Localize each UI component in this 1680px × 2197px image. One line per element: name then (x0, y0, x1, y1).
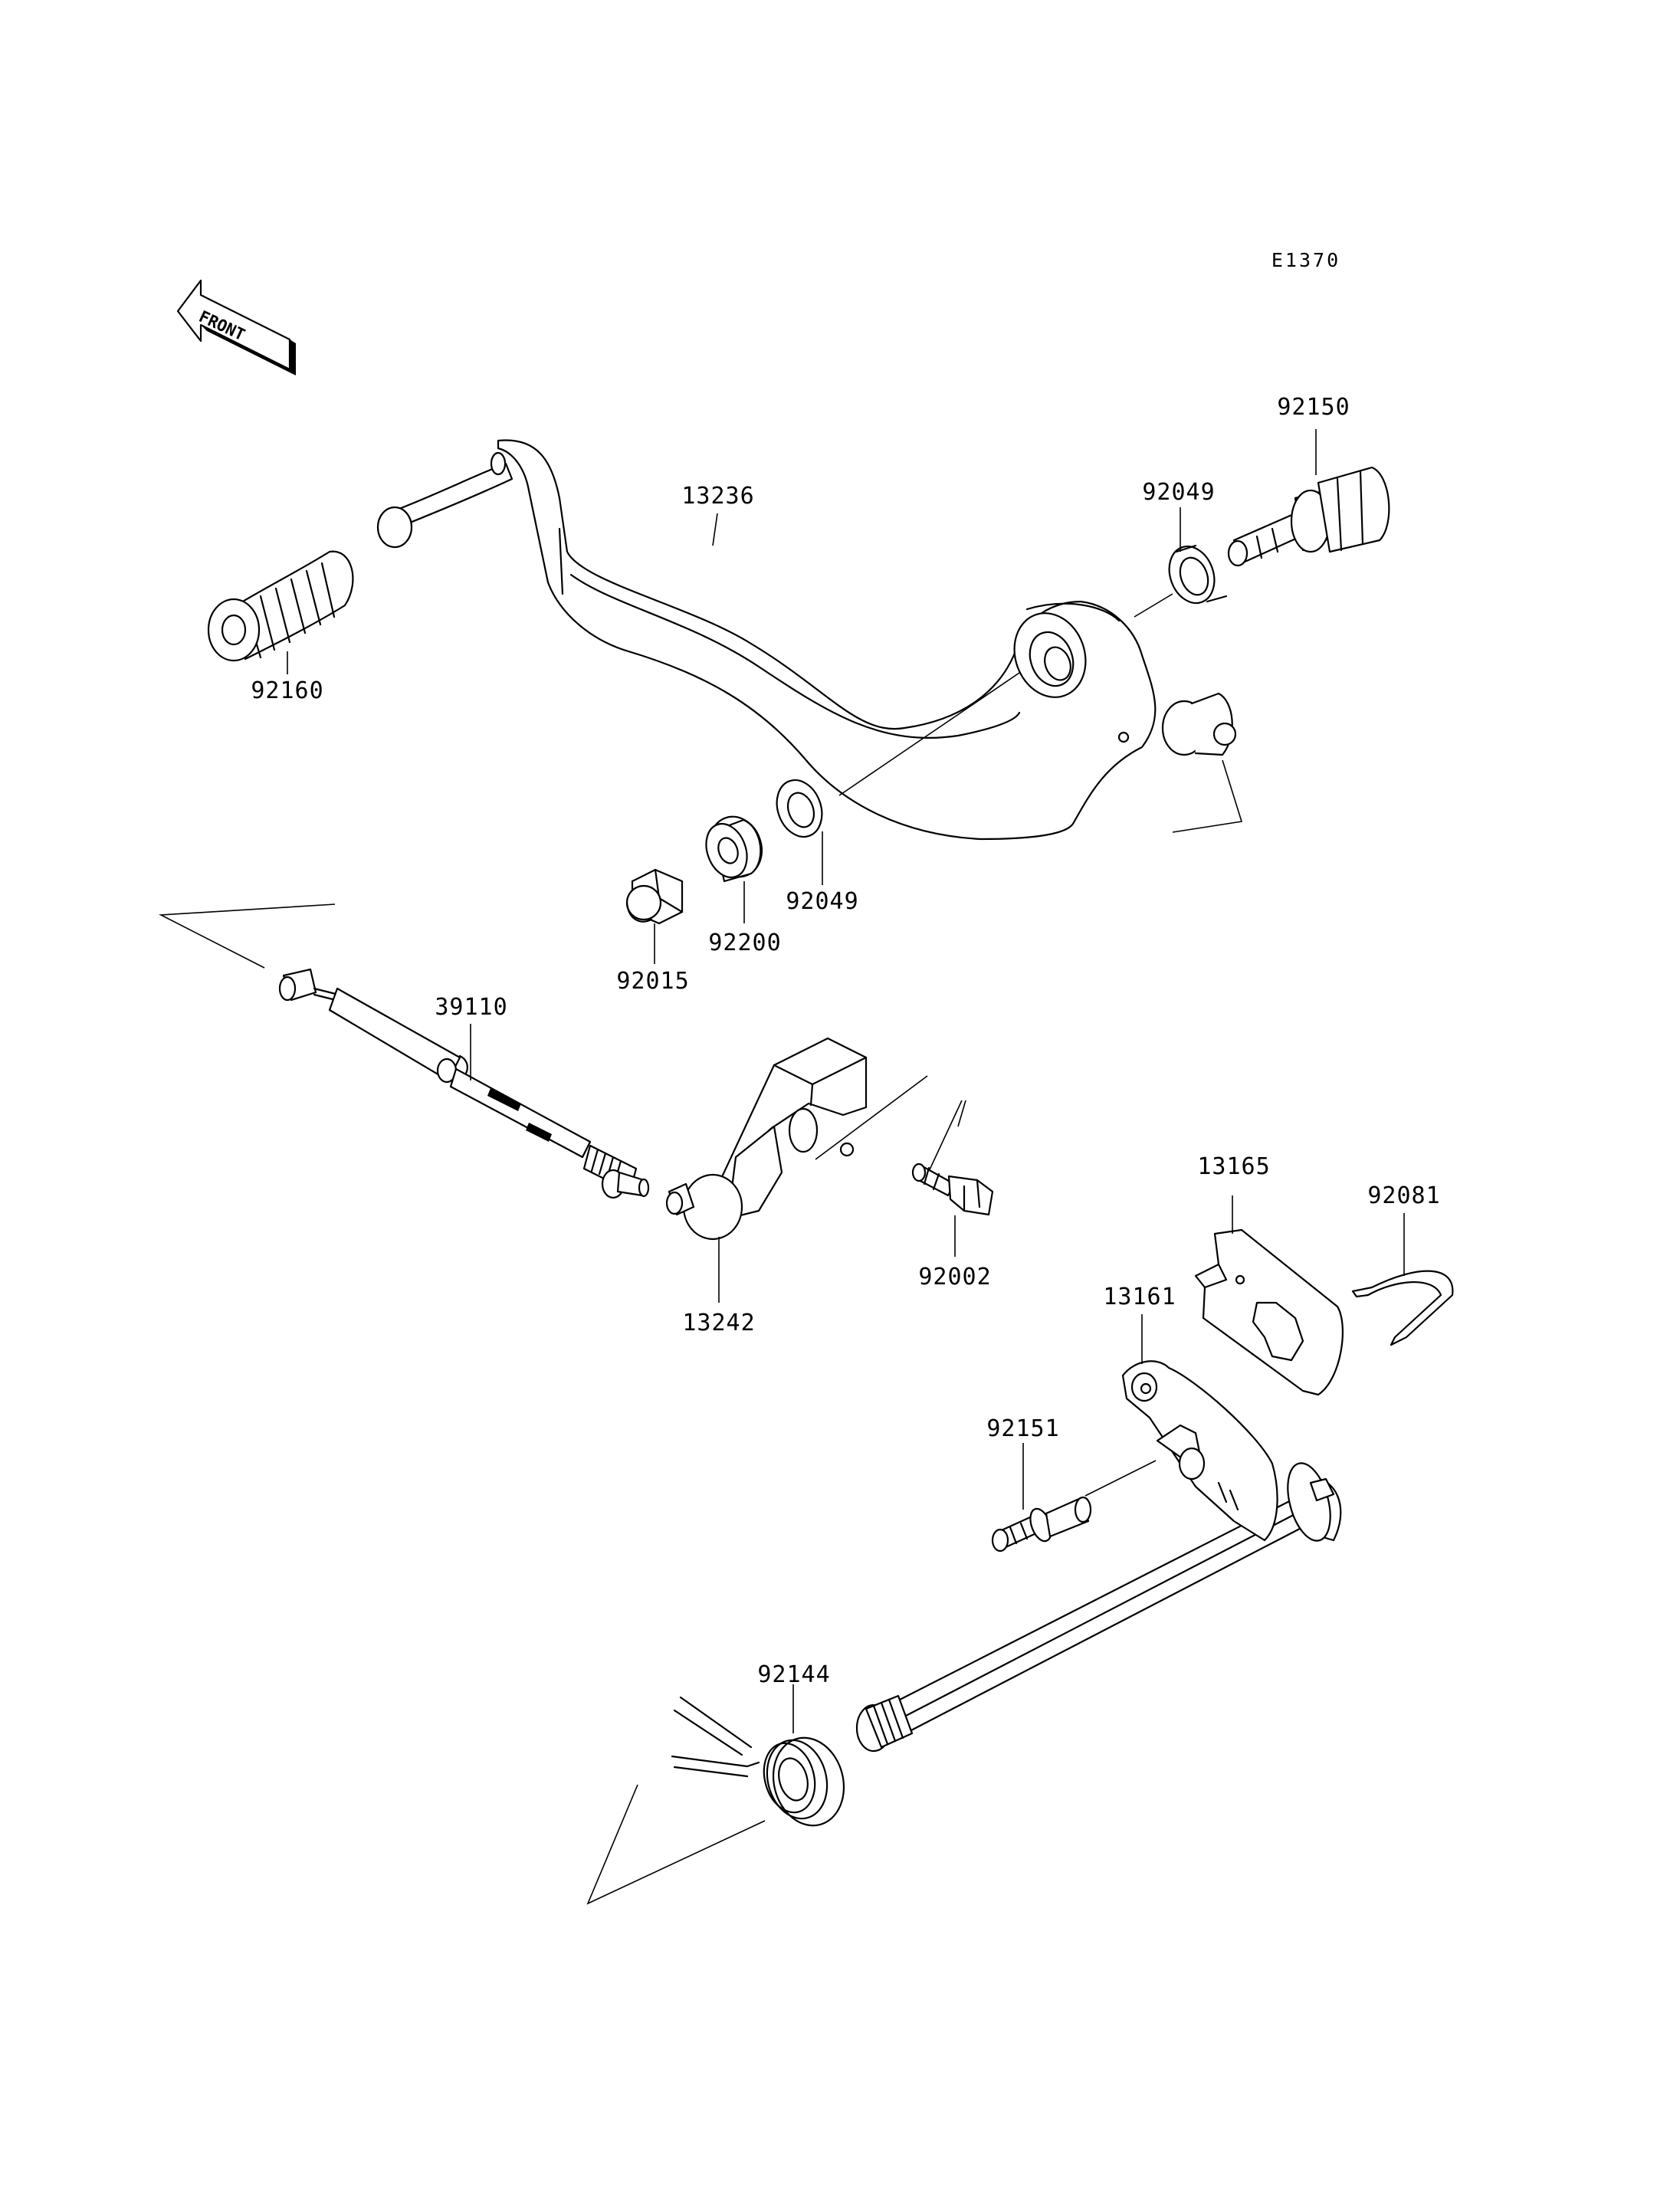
shift-pedal-part (376, 439, 1237, 841)
label-92160: 92160 (251, 677, 323, 704)
shift-shaft-part (855, 1360, 1342, 1753)
seal-top-part (1168, 544, 1228, 605)
ref-line-bottom (586, 1784, 766, 1905)
seal-bottom-part (776, 779, 823, 838)
label-13236: 13236 (681, 483, 754, 510)
pivot-bolt-part (1227, 466, 1390, 567)
label-92049-bottom: 92049 (786, 888, 858, 915)
pedal-rubber-part (207, 550, 354, 662)
label-92081: 92081 (1367, 1182, 1440, 1209)
stud-bolt-part (991, 1460, 1157, 1553)
label-13242: 13242 (682, 1310, 755, 1336)
label-92049-top: 92049 (1142, 479, 1215, 506)
label-92151: 92151 (986, 1415, 1059, 1442)
tie-rod-part (278, 968, 650, 1199)
label-92144: 92144 (757, 1661, 830, 1688)
label-92200: 92200 (708, 930, 781, 956)
pivot-axis-line (838, 672, 1020, 796)
label-92002: 92002 (918, 1264, 991, 1290)
stopper-plate-part (1194, 1228, 1344, 1396)
lever-bolt-part (911, 1162, 994, 1216)
front-arrow-icon: FRONT (176, 279, 296, 375)
ref-line-middle (815, 1075, 966, 1179)
label-13165: 13165 (1197, 1153, 1270, 1180)
ref-line-right (1172, 759, 1243, 833)
label-13161: 13161 (1103, 1284, 1176, 1310)
label-39110: 39110 (435, 994, 507, 1021)
return-spring-part (671, 1696, 845, 1827)
leader-13236 (712, 513, 718, 546)
nut-part (625, 868, 684, 925)
spring-clip-part (1351, 1270, 1454, 1346)
shift-lever-part (665, 1037, 868, 1241)
label-92150: 92150 (1277, 394, 1350, 421)
washer-part (705, 815, 763, 883)
diagram-id: E1370 (1271, 249, 1340, 271)
ref-line-upper-left (159, 903, 336, 969)
label-92015: 92015 (616, 968, 689, 995)
